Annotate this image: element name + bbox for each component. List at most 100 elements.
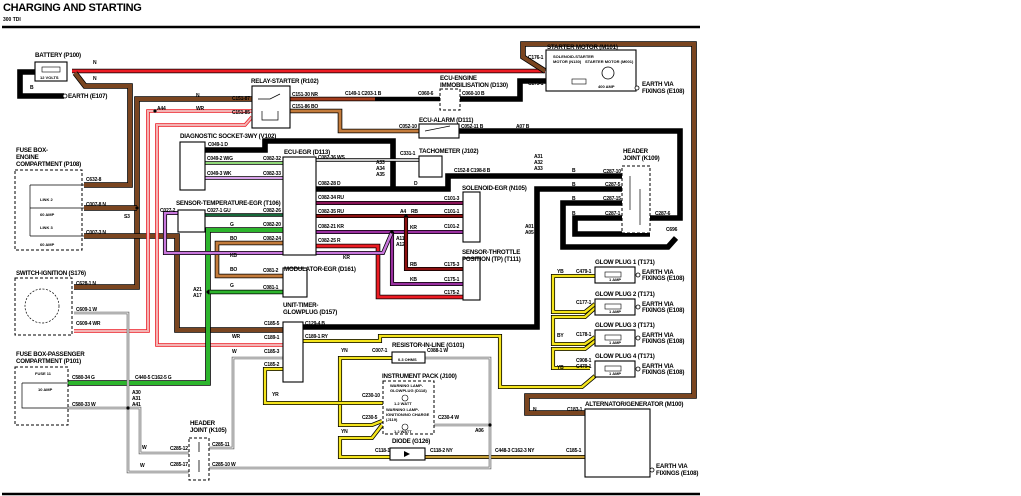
wire — [74, 312, 190, 473]
connector-label: C060-10 B — [462, 91, 485, 97]
connector-label: B — [30, 85, 34, 91]
splice-dot — [404, 214, 408, 218]
wire — [459, 129, 682, 220]
connector-label: C082-34 RU — [318, 195, 344, 201]
resistor-in-line-box — [391, 351, 426, 364]
connector-label: C149-1 C203-1 B — [345, 91, 382, 97]
connector-label: C285-17 — [170, 462, 188, 468]
splice-dot — [535, 245, 539, 249]
connector-label: A21 — [193, 287, 202, 293]
wire — [573, 216, 650, 236]
connector-label: C176-1 — [528, 55, 544, 61]
connector-label: C088-1 W — [427, 348, 448, 354]
glow-plug-element-icon — [604, 303, 622, 310]
component-label: SENSOR-THROTTLE — [462, 249, 520, 256]
wire — [404, 216, 463, 271]
connector-label: KR — [343, 255, 350, 261]
component-label: UNIT-TIMER- — [283, 302, 318, 309]
connector-label: A06 — [475, 428, 484, 434]
wire — [551, 307, 596, 346]
connector-label: C082-32 — [263, 156, 281, 162]
earth-label: FIXINGS (E108) — [642, 275, 684, 282]
wire — [303, 187, 622, 329]
component-label: 0.3 OHMS — [398, 357, 417, 362]
splice-dot — [126, 406, 130, 410]
component-label: EARTH VIA — [656, 463, 688, 470]
connector-label: C082-35 RU — [318, 209, 344, 215]
wire-outline — [72, 71, 133, 188]
earth-icon — [649, 467, 655, 473]
component-label: WARNING LAMP- — [390, 383, 424, 388]
relay-switch-icon — [258, 93, 281, 100]
component-label: DIODE (G126) — [392, 438, 430, 445]
connector-label: C007-3 N — [86, 230, 106, 236]
wire — [74, 97, 252, 289]
connector-label: C082-24 — [263, 236, 281, 242]
connector-label: A11 — [396, 236, 405, 242]
connector-label: C129-4 B — [305, 321, 325, 327]
component-label: FIXINGS (E108) — [656, 470, 698, 477]
connector-label: C185-5 — [264, 321, 280, 327]
component-label: EARTH (E107) — [68, 93, 107, 100]
connector-label: C081-2 — [263, 268, 279, 274]
component-label: BATTERY (P100) — [35, 52, 81, 59]
connector-label: C049-3 WK — [207, 171, 232, 177]
wire — [18, 70, 64, 98]
connector-label: G — [230, 222, 234, 228]
connector-label: C479-1 — [576, 269, 592, 275]
component-label: FUSE 11 — [35, 371, 52, 376]
connector-label: C609-4 WR — [76, 321, 101, 327]
component-label: HEADER — [623, 148, 649, 155]
sensor-temp-egr-box — [177, 209, 206, 233]
connector-label: C185-1 — [566, 448, 582, 454]
fuse-box-passenger — [14, 366, 69, 426]
component-label: STARTER MOTOR (M101) — [547, 44, 618, 51]
connector-label: C151-87 — [232, 96, 250, 102]
connector-label: C230-5 — [362, 415, 378, 421]
connector-label: A44 — [157, 106, 166, 112]
connector-label: C285-10 W — [212, 462, 236, 468]
component-label: MODULATOR-EGR (D161) — [284, 266, 356, 273]
diag-socket-box — [179, 141, 206, 191]
connector-label: N — [93, 60, 97, 66]
component-label: IMMOBILISATION (D130) — [440, 82, 508, 89]
wire-outline — [74, 96, 252, 290]
connector-label: YN — [341, 429, 348, 435]
component-label: ECU-ALARM (D111) — [419, 117, 473, 124]
wire — [316, 174, 622, 191]
component-label: FIXINGS (E108) — [642, 88, 684, 95]
starter-motor-icon — [601, 66, 615, 80]
connector-label: C118-1 — [375, 448, 390, 454]
connector-label: C189-1 — [264, 335, 280, 341]
relay-starter-box — [251, 85, 291, 129]
component-label: 12 VOLTS — [40, 75, 59, 80]
glow-plug-rating: 1 AMP — [609, 371, 621, 376]
connector-label: A4 — [400, 209, 406, 215]
connector-label: C448-3 C162-3 NY — [495, 448, 535, 454]
connector-label: C178-1 — [576, 332, 592, 338]
wire — [390, 232, 463, 286]
earth-icon — [634, 85, 640, 91]
connector-label: W — [140, 463, 145, 469]
wire — [290, 109, 419, 133]
battery-cell-icon — [41, 66, 61, 73]
glow-plug-label: GLOW PLUG 4 (T171) — [595, 353, 655, 360]
connector-label: WR — [232, 334, 241, 340]
connector-label: C175-1 — [444, 277, 460, 283]
splice-dot — [390, 230, 394, 234]
connector-label: C287-10 — [603, 169, 621, 175]
starter-motor-box — [545, 49, 637, 92]
fuse-box-engine — [14, 169, 83, 251]
connector-label: W — [232, 349, 237, 355]
component-label: WARNING LAMP- — [386, 407, 420, 412]
splice-dot — [153, 109, 157, 113]
connector-label: KB — [230, 253, 237, 259]
component-label: GLOWPLUG (D118) — [390, 388, 427, 393]
wire-outline — [84, 233, 283, 333]
connector-label: C082-33 — [263, 171, 281, 177]
connector-label: A31 — [534, 154, 543, 160]
splice-dot — [206, 290, 210, 294]
connector-label: A01 — [525, 224, 534, 230]
connector-label: A12 — [396, 242, 405, 248]
connector-label: C696 — [666, 227, 678, 233]
